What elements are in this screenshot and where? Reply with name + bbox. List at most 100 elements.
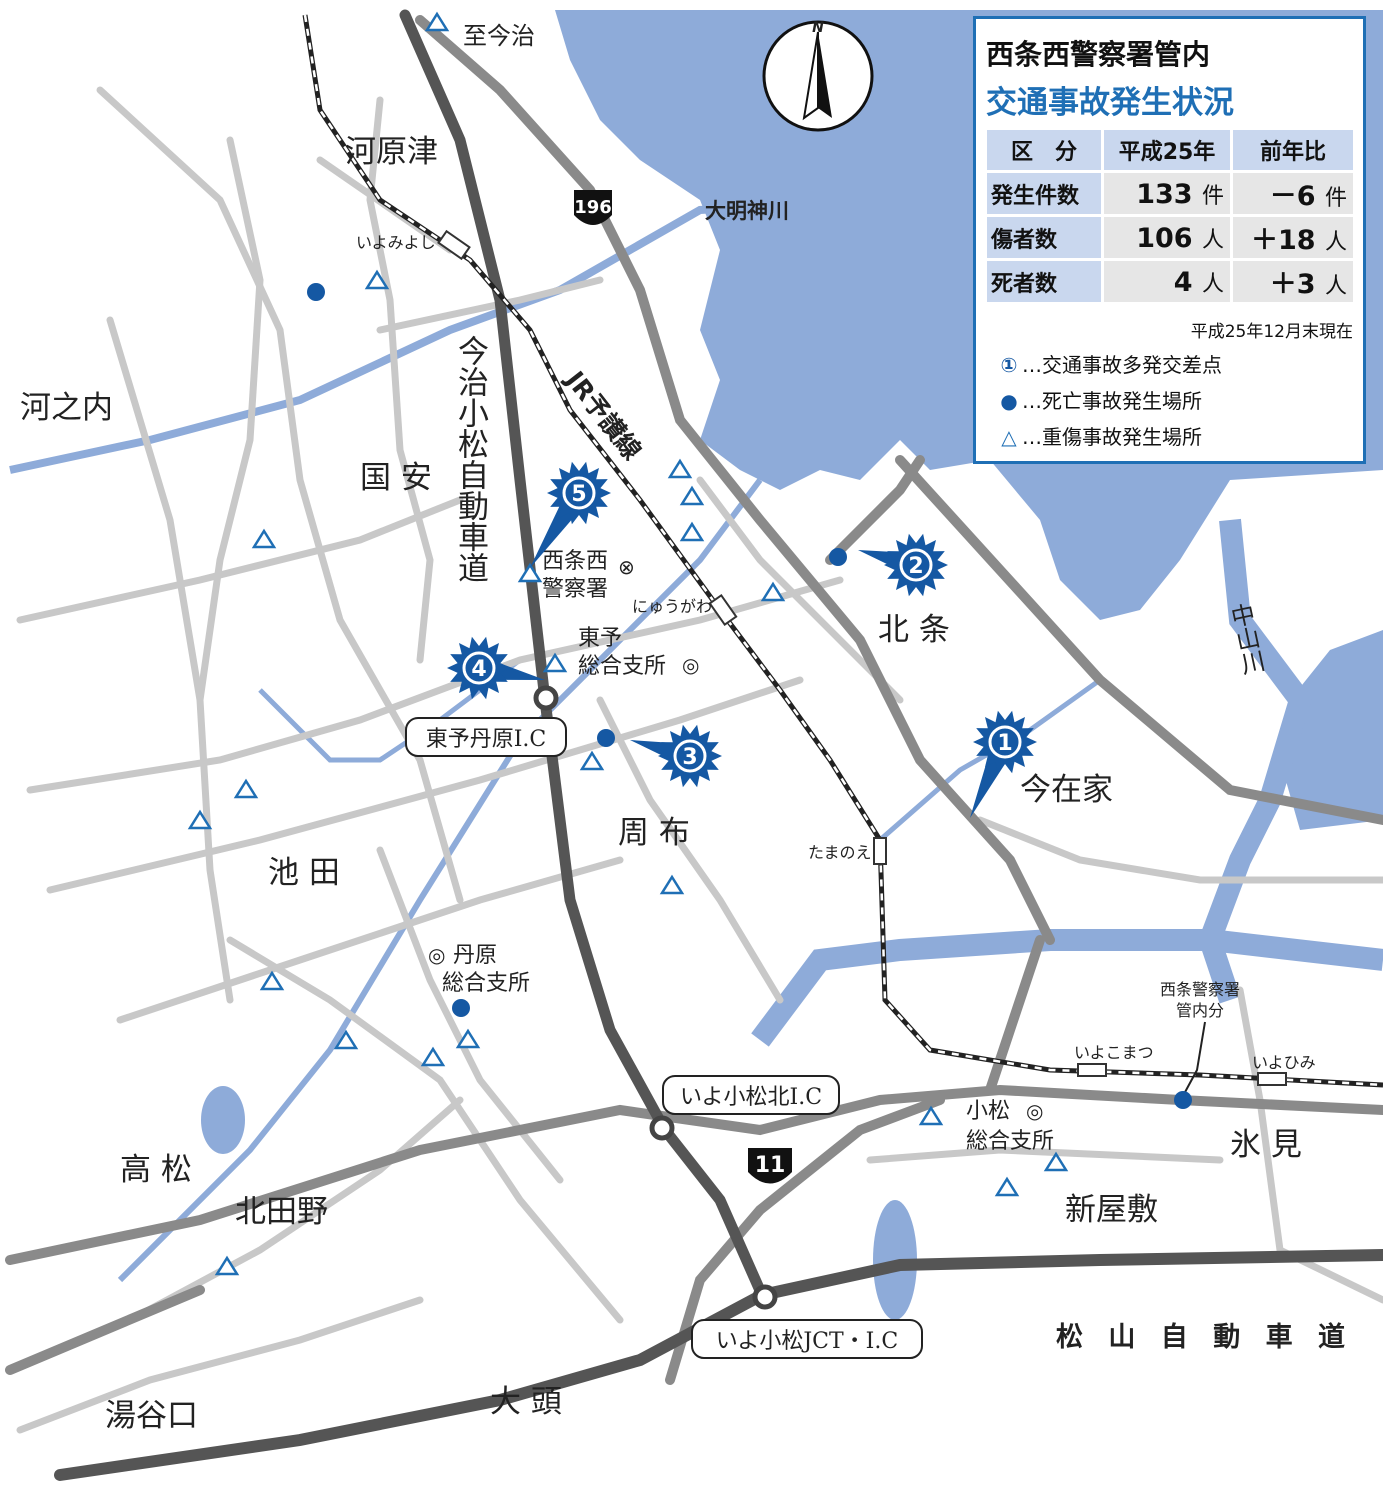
place-hojo: 北 条 bbox=[878, 612, 950, 648]
stats-row-label: 死者数 bbox=[987, 261, 1101, 302]
saijo-note-leader bbox=[1183, 1021, 1206, 1095]
stats-diff: －6 件 bbox=[1233, 173, 1353, 214]
stats-header: 区 分 bbox=[987, 130, 1101, 170]
svg-text:いよ小松JCT・I.C: いよ小松JCT・I.C bbox=[716, 1329, 898, 1354]
place-imazaike: 今在家 bbox=[1020, 772, 1113, 808]
intersection-number: 4 bbox=[471, 657, 486, 682]
place-kawarazu: 河原津 bbox=[345, 134, 438, 170]
serious-injury-triangle bbox=[333, 1029, 359, 1050]
svg-text:196: 196 bbox=[574, 197, 612, 218]
police-station-line1: 西条西 bbox=[542, 549, 608, 574]
panel-title: 西条西警察署管内 bbox=[986, 38, 1211, 71]
station-iyohimi: いよひみ bbox=[1252, 1053, 1316, 1072]
place-shimanonai: 至今治 bbox=[463, 22, 535, 50]
toyo-office-symbol: ◎ bbox=[682, 653, 699, 677]
place-shinyashiki: 新屋敷 bbox=[1065, 1192, 1158, 1228]
stats-row-label: 発生件数 bbox=[987, 173, 1101, 214]
serious-injury-triangle bbox=[251, 528, 277, 549]
svg-text:11: 11 bbox=[755, 1153, 786, 1178]
national-routes bbox=[5, 15, 1383, 1385]
police-station-line2: 警察署 bbox=[542, 577, 608, 602]
svg-text:東予丹原I.C: 東予丹原I.C bbox=[426, 727, 547, 752]
pond bbox=[201, 1086, 245, 1154]
station-nyugawa: にゅうがわ bbox=[632, 597, 712, 616]
serious-injury-triangle bbox=[233, 778, 259, 799]
north-arrow: N bbox=[762, 20, 874, 132]
tanbara-office-symbol: ◎ bbox=[428, 943, 445, 967]
toyo-office-line1: 東予 bbox=[578, 626, 622, 651]
fatal-accident-dot bbox=[597, 729, 615, 747]
stats-value: 4 人 bbox=[1104, 261, 1230, 302]
info-panel: 西条西警察署管内 交通事故発生状況 区 分 平成25年 前年比 発生件数 133… bbox=[973, 16, 1366, 464]
saijo-note-line2: 管内分 bbox=[1176, 1001, 1224, 1020]
serious-injury-triangle bbox=[420, 1046, 446, 1067]
stations bbox=[437, 229, 1287, 1086]
intersection-number: 5 bbox=[571, 482, 586, 507]
legend-item: ①…交通事故多発交差点 bbox=[996, 349, 1222, 378]
intersection-number: 3 bbox=[682, 745, 697, 770]
stats-row: 傷者数 106 人 ＋18 人 bbox=[987, 217, 1353, 258]
stats-value: 106 人 bbox=[1104, 217, 1230, 258]
komatsu-office-line2: 総合支所 bbox=[966, 1129, 1054, 1154]
serious-injury-triangle bbox=[455, 1028, 481, 1049]
intersection-ring bbox=[673, 739, 707, 773]
komatsu-office-line1: 小松 bbox=[966, 1099, 1010, 1124]
ic-label-iyo-komatsu-kita: いよ小松北I.C bbox=[662, 1075, 840, 1115]
serious-injury-triangles bbox=[187, 11, 1069, 1276]
stats-header: 前年比 bbox=[1233, 130, 1353, 170]
intersection-number: 1 bbox=[997, 731, 1012, 756]
serious-injury-triangle bbox=[187, 809, 213, 830]
local-roads bbox=[16, 86, 1383, 1434]
intersection-number: 2 bbox=[908, 554, 923, 579]
intersection-marker-5: 5 bbox=[530, 461, 611, 568]
intersection-marker-1: 1 bbox=[970, 710, 1037, 818]
place-ikeda: 池 田 bbox=[268, 855, 340, 891]
tanbara-office-line1: 丹原 bbox=[453, 943, 497, 968]
serious-injury-triangle bbox=[994, 1176, 1020, 1197]
serious-injury-triangle bbox=[679, 521, 705, 542]
svg-text:いよ小松北I.C: いよ小松北I.C bbox=[680, 1085, 822, 1110]
station-iyokomatsu: いよこまつ bbox=[1074, 1043, 1154, 1062]
jr-yosan-line bbox=[302, 14, 1383, 1088]
frequent-intersections: 1 2 3 4 5 bbox=[447, 461, 1037, 818]
fatal-accident-dots bbox=[307, 283, 1192, 1109]
intersection-ring bbox=[462, 651, 496, 685]
stats-row: 発生件数 133 件 －6 件 bbox=[987, 173, 1353, 214]
fatal-accident-dot bbox=[1174, 1091, 1192, 1109]
burst-icon: ① bbox=[1000, 353, 1018, 377]
stats-diff: ＋3 人 bbox=[1233, 261, 1353, 302]
serious-injury-triangle bbox=[259, 970, 285, 991]
stats-value: 133 件 bbox=[1104, 173, 1230, 214]
route-11-shield: 11 bbox=[748, 1148, 792, 1184]
serious-injury-triangle bbox=[579, 750, 605, 771]
ic-markers bbox=[533, 685, 778, 1310]
serious-injury-triangle bbox=[517, 562, 543, 583]
serious-injury-triangle bbox=[679, 485, 705, 506]
toyo-office-line2: 総合支所 bbox=[578, 654, 666, 679]
stats-header: 平成25年 bbox=[1104, 130, 1230, 170]
intersection-marker-4: 4 bbox=[447, 636, 545, 700]
svg-text:N: N bbox=[812, 20, 824, 36]
tanbara-office-line2: 総合支所 bbox=[442, 971, 530, 996]
place-takamatsu: 高 松 bbox=[120, 1152, 192, 1188]
serious-injury-triangle bbox=[918, 1105, 944, 1126]
intersection-ring bbox=[988, 725, 1022, 759]
station-iyomiyoshi: いよみよし bbox=[356, 233, 436, 252]
route-196-shield: 196 bbox=[574, 190, 612, 225]
stats-header-row: 区 分 平成25年 前年比 bbox=[987, 130, 1353, 170]
saijo-note-line1: 西条警察署 bbox=[1160, 980, 1240, 999]
place-kitatano: 北田野 bbox=[235, 1194, 328, 1230]
station-names: いよみよし にゅうがわ たまのえ いよこまつ いよひみ bbox=[356, 233, 1316, 1072]
panel-subtitle: 交通事故発生状況 bbox=[986, 85, 1234, 121]
fatal-accident-dot bbox=[829, 548, 847, 566]
expressway-matsuyama-label: 松 山 自 動 車 道 bbox=[1056, 1321, 1353, 1353]
expressway-imabari-label: 今治小松自動車道 bbox=[452, 335, 489, 583]
river-daimyojin-label: 大明神川 bbox=[705, 199, 789, 223]
place-names: 至今治 河原津 河之内 国 安 北 条 今在家 池 田 周 布 高 松 北田野 … bbox=[20, 22, 1302, 1434]
serious-injury-triangle bbox=[424, 11, 450, 32]
place-himi: 氷 見 bbox=[1230, 1127, 1302, 1163]
intersection-ring bbox=[562, 476, 596, 510]
dot-icon: ● bbox=[1000, 389, 1018, 413]
intersection-marker-2: 2 bbox=[858, 533, 948, 597]
fatal-accident-dot bbox=[452, 999, 470, 1017]
